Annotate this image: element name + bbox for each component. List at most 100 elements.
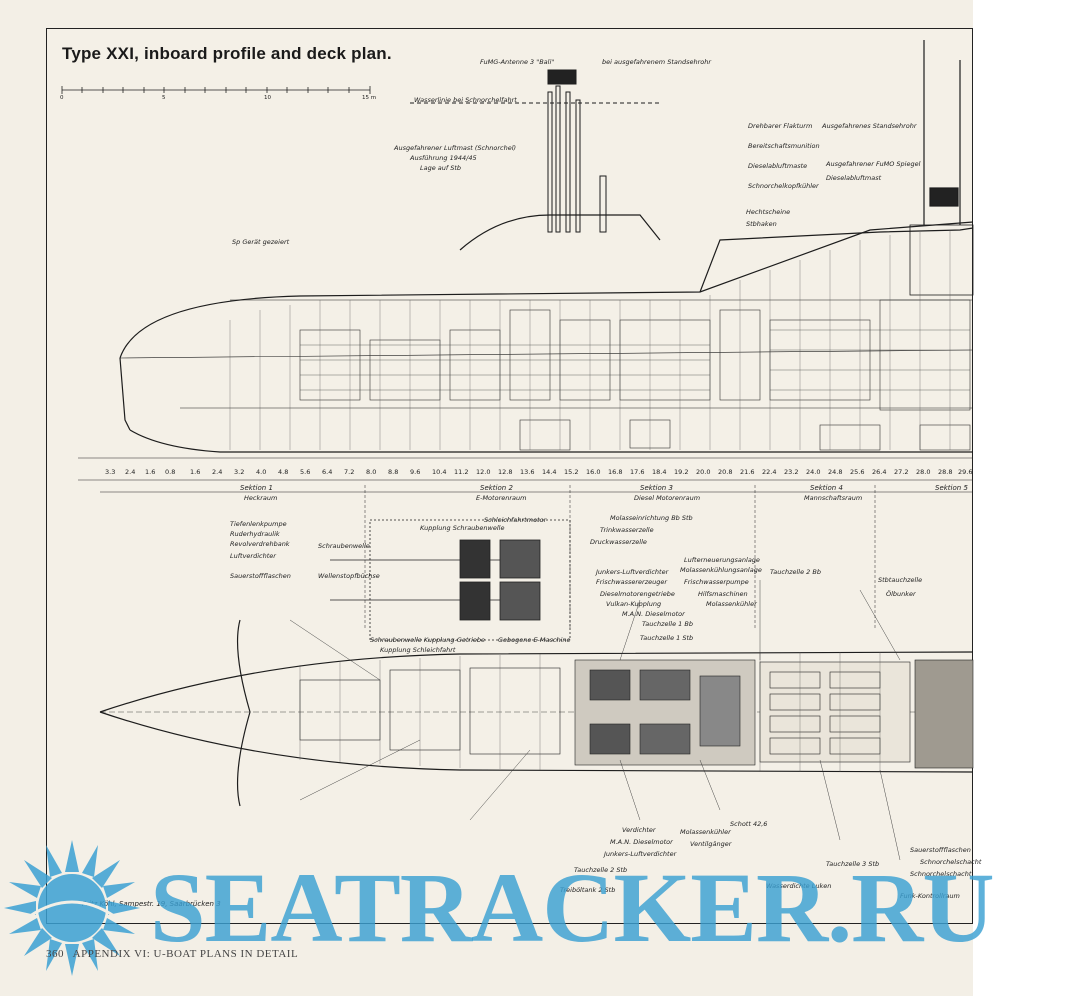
annotation: Treiböltank 2 Stb	[560, 886, 616, 894]
annotation: Hilfsmaschinen	[698, 590, 748, 598]
annotation: Tauchzelle 1 Stb	[640, 634, 694, 642]
frame-num: 0.8	[165, 468, 176, 476]
frame-num: 3.2	[234, 468, 245, 476]
annotation: Molasseinrichtung Bb Stb	[610, 514, 693, 522]
annotation: Ruderhydraulik	[230, 530, 280, 538]
frame-num: 17.6	[630, 468, 645, 476]
scale-10: 10	[264, 95, 271, 101]
frame-num: 20.8	[718, 468, 733, 476]
annotation: Wasserdichte Luken	[766, 882, 832, 890]
annotation: Luftverdichter	[230, 552, 276, 560]
frame-num: 29.6	[958, 468, 973, 476]
frame-num: 6.4	[322, 468, 333, 476]
annotation: Hechtscheine	[746, 208, 791, 216]
annotation: Dieselabluftmaste	[748, 162, 808, 170]
annotation: Gebogene E-Maschine	[498, 636, 571, 644]
annotation: Wasserlinie bei Schnorchelfahrt	[414, 96, 517, 104]
annotation: Ausgefahrenes Standsehrohr	[822, 122, 917, 130]
annotation: Sauerstoffflaschen	[230, 572, 291, 580]
section-2-label: Sektion 2	[480, 484, 513, 492]
frame-num: 26.4	[872, 468, 887, 476]
frame-num: 16.0	[586, 468, 601, 476]
annotation: Lufterneuerungsanlage	[684, 556, 760, 564]
frame-num: 23.2	[784, 468, 799, 476]
frame-num: 13.6	[520, 468, 535, 476]
annotation: Vulkan-Kupplung	[606, 600, 662, 608]
scale-bar	[61, 86, 371, 94]
frame-num: 9.6	[410, 468, 421, 476]
annotation: Molassenkühlungsanlage	[680, 566, 762, 574]
annotation: Schott 42,6	[730, 820, 768, 828]
section-4-sub: Mannschaftsraum	[804, 494, 863, 502]
annotation: Molassenkühler	[706, 600, 757, 608]
frame-num: 16.8	[608, 468, 623, 476]
section-3-sub: Diesel Motorenraum	[634, 494, 701, 502]
frame-num: 24.0	[806, 468, 821, 476]
annotation: Druckwasserzelle	[590, 538, 647, 546]
frame-num: 10.4	[432, 468, 447, 476]
annotation: Frischwassererzeuger	[596, 578, 668, 586]
frame-num: 22.4	[762, 468, 777, 476]
drawing-frame	[46, 28, 973, 924]
annotation: Schraubenwelle Kupplung-Getriebe	[370, 636, 485, 644]
annotation: FuMG-Antenne 3 "Bali"	[480, 58, 555, 66]
frame-num: 7.2	[344, 468, 355, 476]
frame-num: 20.0	[696, 468, 711, 476]
annotation: Tauchzelle 2 Bb	[770, 568, 821, 576]
frame-num: 2.4	[212, 468, 223, 476]
frame-num: 12.0	[476, 468, 491, 476]
section-1-label: Sektion 1	[240, 484, 273, 492]
annotation: Ausgefahrener Luftmast (Schnorchel)	[394, 144, 517, 152]
frame-num: 4.8	[278, 468, 289, 476]
section-5-label: Sektion 5	[935, 484, 968, 492]
annotation: Molassenkühler	[680, 828, 731, 836]
annotation: Dieselmotorengetriebe	[600, 590, 675, 598]
page-footer: 360 APPENDIX VI: U-BOAT PLANS IN DETAIL	[46, 948, 298, 960]
scale-5: 5	[162, 95, 166, 101]
annotation: Schleichfahrtmotor	[484, 516, 547, 524]
annotation: Schraubenwelle	[318, 542, 370, 550]
annotation: Funk-Kontrollraum	[900, 892, 960, 900]
watermark-text: SEATRACKER.RU	[150, 852, 995, 963]
deck-plan-hull	[99, 619, 974, 807]
annotation: Tauchzelle 1 Bb	[642, 620, 693, 628]
frame-num: 21.6	[740, 468, 755, 476]
page-edge	[973, 0, 1080, 996]
section-3-label: Sektion 3	[640, 484, 673, 492]
annotation: M.A.N. Dieselmotor	[622, 610, 685, 618]
annotation: Sp Gerät gezeiert	[232, 238, 290, 246]
frame-num: 1.6	[190, 468, 201, 476]
annotation: Stbtauchzelle	[878, 576, 923, 584]
annotation: Ausgefahrener FuMO Spiegel	[826, 160, 921, 168]
frame-num: 4.0	[256, 468, 267, 476]
section-1-sub: Heckraum	[244, 494, 278, 502]
profile-hull	[119, 40, 974, 453]
annotation: Revolverdrehbank	[230, 540, 290, 548]
annotation: Tauchzelle 2 Stb	[574, 866, 628, 874]
sun-logo-icon	[4, 840, 140, 976]
frame-num: 5.6	[300, 468, 311, 476]
frame-num: 8.8	[388, 468, 399, 476]
frame-num: 28.8	[938, 468, 953, 476]
annotation: Schnorchelschacht	[910, 870, 972, 878]
drawing-credit: Fritz Köhl, Sampestr. 19, Saarbrücken 3	[82, 900, 221, 908]
frame-num: 19.2	[674, 468, 689, 476]
frame-num: 18.4	[652, 468, 667, 476]
annotation: bei ausgefahrenem Standsehrohr	[602, 58, 712, 66]
frame-num: 3.3	[105, 468, 116, 476]
annotation: Frischwasserpumpe	[684, 578, 749, 586]
frame-num: 2.4	[125, 468, 136, 476]
frame-num: 12.8	[498, 468, 513, 476]
annotation: Verdichter	[622, 826, 656, 834]
scale-15: 15 m	[362, 95, 377, 101]
frame-num: 27.2	[894, 468, 909, 476]
frame-num: 14.4	[542, 468, 557, 476]
annotation: Junkers-Luftverdichter	[596, 568, 669, 576]
frame-num: 24.8	[828, 468, 843, 476]
frame-num: 25.6	[850, 468, 865, 476]
frame-num: 28.0	[916, 468, 931, 476]
section-2-sub: E-Motorenraum	[476, 494, 527, 502]
annotation: Sauerstoffflaschen	[910, 846, 971, 854]
frame-num: 15.2	[564, 468, 579, 476]
annotation: Trinkwasserzelle	[600, 526, 654, 534]
